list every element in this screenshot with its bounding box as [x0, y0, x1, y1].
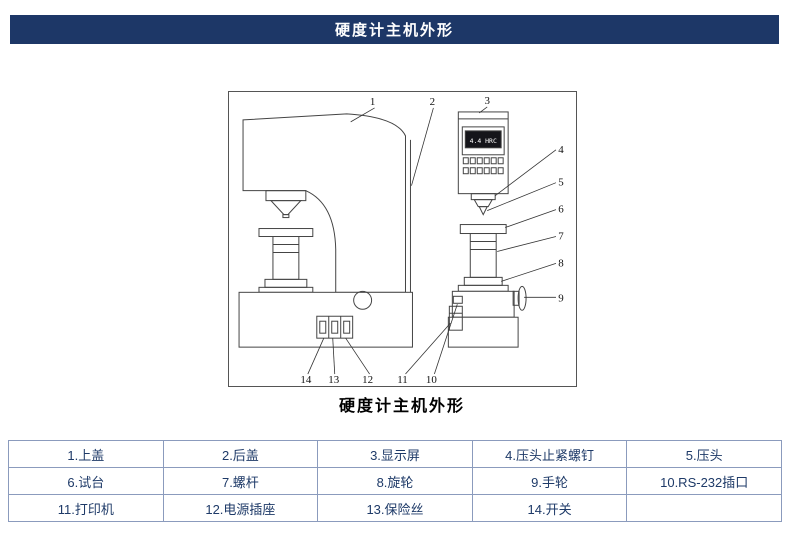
- handwheel-stem: [512, 290, 520, 306]
- table-cell: 6.试台: [8, 467, 164, 495]
- fuse-slot: [331, 320, 339, 334]
- callout-1: 1: [370, 96, 375, 108]
- table-cell: 7.螺杆: [162, 467, 319, 495]
- machine-diagram-svg: 4.4 HRC 1 2 3: [238, 95, 564, 386]
- table-cell: 11.打印机: [8, 494, 164, 522]
- callout-6: 6: [558, 204, 564, 216]
- table-cell: 10.RS-232插口: [626, 467, 782, 495]
- callout-4: 4: [558, 144, 564, 156]
- table-cell: 9.手轮: [471, 467, 628, 495]
- base-lower-front: [447, 316, 519, 348]
- callout-11: 11: [397, 374, 408, 386]
- column-plate-front: [457, 284, 509, 292]
- table-cell: 2.后盖: [162, 440, 319, 468]
- screw-column-side: [272, 236, 300, 280]
- table-cell: 1.上盖: [8, 440, 164, 468]
- callout-14: 14: [300, 374, 311, 386]
- callout-8: 8: [558, 257, 564, 269]
- indenter-front: [478, 206, 489, 216]
- callout-2: 2: [430, 96, 435, 108]
- indenter-tip-side: [282, 214, 290, 219]
- indenter-holder-front: [473, 199, 494, 208]
- machine-diagram: 4.4 HRC 1 2 3: [228, 91, 577, 387]
- machine-head-front: [457, 111, 509, 195]
- test-table-front: [459, 224, 507, 235]
- rs232-port: [452, 295, 463, 304]
- callout-9: 9: [558, 292, 564, 304]
- page-title: 硬度计主机外形: [10, 15, 779, 44]
- callout-5: 5: [558, 177, 564, 189]
- switch-slot: [319, 320, 327, 334]
- table-cell: [626, 494, 782, 522]
- callout-lines: [307, 106, 557, 375]
- knob-circle: [353, 290, 373, 310]
- diagram-caption: 硬度计主机外形: [338, 398, 465, 415]
- test-table-side: [258, 228, 314, 238]
- spin-wheel-front: [463, 276, 503, 286]
- callout-3: 3: [484, 95, 490, 107]
- column-flange-side: [264, 278, 308, 288]
- table-cell: 13.保险丝: [317, 494, 473, 522]
- table-cell: 4.压头止紧螺钉: [471, 440, 628, 468]
- power-socket-slot: [343, 320, 351, 334]
- callout-labels: 1 2 3 4 5 6 7 8 9 10 11 12 13 14: [300, 95, 564, 386]
- keypad-buttons: [462, 157, 504, 175]
- display-screen: [464, 130, 502, 149]
- table-cell: 3.显示屏: [317, 440, 473, 468]
- display-screen-text: 4.4 HRC: [470, 137, 497, 145]
- spindle-housing-side: [265, 190, 307, 202]
- table-cell: 5.压头: [626, 440, 782, 468]
- screw-column-front: [469, 233, 497, 278]
- display-bezel: [461, 126, 505, 156]
- callout-7: 7: [558, 230, 564, 242]
- table-cell: 12.电源插座: [162, 494, 319, 522]
- printer-slot: [448, 305, 463, 331]
- machine-side-view: [238, 113, 413, 348]
- machine-body-side: [242, 113, 406, 293]
- control-panel: [316, 315, 354, 339]
- callout-10: 10: [426, 374, 437, 386]
- callout-12: 12: [362, 374, 373, 386]
- table-cell: 14.开关: [471, 494, 628, 522]
- table-cell: 8.旋轮: [317, 467, 473, 495]
- machine-front-view: [447, 111, 527, 348]
- handwheel: [517, 285, 527, 311]
- column-plate-side: [258, 286, 314, 293]
- indenter-clamp: [470, 193, 496, 201]
- callout-13: 13: [328, 374, 339, 386]
- indenter-side: [269, 200, 302, 216]
